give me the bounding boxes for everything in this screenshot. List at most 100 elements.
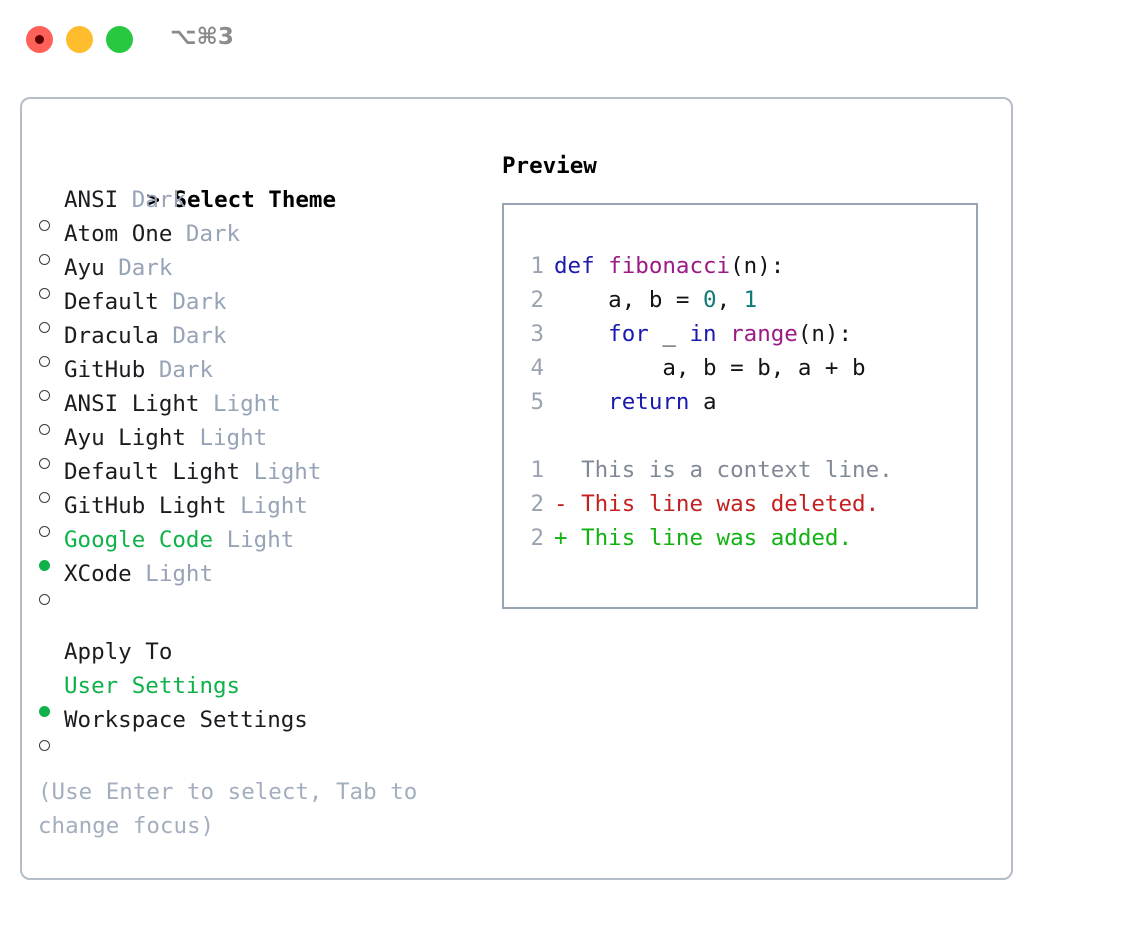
diff-line-number: 2: [530, 491, 544, 517]
theme-list-item[interactable]: Atom One Dark: [38, 217, 498, 265]
code-line-number: 3: [530, 321, 544, 347]
theme-list-item[interactable]: Default Dark: [38, 285, 498, 333]
code-line: 3 for _ in range(n):: [504, 317, 976, 351]
code-token-kw: in: [689, 321, 731, 347]
radio-unselected-icon: [39, 254, 50, 265]
section-spacer: [38, 591, 498, 635]
theme-item-badge: Light: [213, 391, 281, 417]
radio-unselected-icon: [39, 288, 50, 299]
apply-to-title-text: Apply To: [64, 639, 173, 665]
diff-line-number: 2: [530, 525, 544, 551]
label-badge-spacer: [145, 357, 159, 383]
code-line-number: 2: [530, 287, 544, 313]
code-line: 5 return a: [504, 385, 976, 419]
diff-line: 2 + This line was added.: [504, 521, 976, 555]
theme-item-label: Dracula: [64, 323, 159, 349]
theme-list-item[interactable]: Google Code Light: [38, 523, 498, 571]
radio-unselected-icon: [39, 492, 50, 503]
theme-item-badge: Dark: [131, 187, 186, 213]
minimize-window-button[interactable]: [66, 26, 93, 53]
theme-item-badge: Dark: [118, 255, 173, 281]
theme-item-badge: Light: [145, 561, 214, 587]
keyboard-hint-text: (Use Enter to select, Tab to change focu…: [38, 779, 431, 839]
keyboard-shortcut-label: ⌥⌘3: [170, 24, 234, 50]
hint-spacer: [38, 737, 498, 775]
radio-unselected-icon: [39, 356, 50, 367]
theme-item-label: Ayu Light: [64, 425, 186, 451]
theme-list-item[interactable]: GitHub Light Light: [38, 489, 498, 537]
diff-line-text: This line was added.: [581, 525, 853, 551]
radio-unselected-icon: [39, 390, 50, 401]
radio-selected-icon: [39, 706, 50, 717]
diff-line-text: This is a context line.: [581, 457, 893, 483]
code-token-num: 1: [743, 287, 758, 313]
theme-item-label: Ayu: [64, 255, 105, 281]
label-badge-spacer: [159, 289, 173, 315]
radio-unselected-icon: [39, 526, 50, 537]
theme-list-item[interactable]: ANSI Light Light: [38, 387, 498, 435]
theme-list-item[interactable]: GitHub Dark: [38, 353, 498, 401]
diff-marker: -: [554, 491, 582, 517]
theme-item-badge: Dark: [172, 323, 227, 349]
theme-item-badge: Light: [199, 425, 268, 451]
code-token-fn: fibonacci: [608, 253, 731, 279]
diff-marker: [554, 457, 581, 483]
apply-to-option-label: Workspace Settings: [64, 707, 308, 733]
code-line-number: 1: [530, 253, 544, 279]
code-token-kw: for: [554, 321, 663, 347]
code-line-number: 5: [530, 389, 544, 415]
theme-list-item[interactable]: XCode Light: [38, 557, 498, 605]
code-token-pl: a, b = b, a + b: [554, 355, 866, 381]
code-diff-spacer: [504, 419, 976, 453]
code-token-fn: range: [730, 321, 798, 347]
label-badge-spacer: [199, 391, 213, 417]
theme-item-label: ANSI Light: [64, 391, 200, 417]
theme-item-label: Google Code: [64, 527, 214, 553]
theme-item-badge: Light: [226, 527, 295, 553]
label-badge-spacer: [172, 221, 186, 247]
label-badge-spacer: [118, 187, 132, 213]
code-line: 2 a, b = 0, 1: [504, 283, 976, 317]
radio-unselected-icon: [39, 322, 50, 333]
diff-line: 1 This is a context line.: [504, 453, 976, 487]
label-badge-spacer: [105, 255, 119, 281]
code-token-pl: a: [703, 389, 717, 415]
label-badge-spacer: [227, 493, 241, 519]
theme-item-badge: Dark: [158, 357, 214, 383]
apply-to-option[interactable]: User Settings: [38, 669, 498, 717]
theme-list-item[interactable]: ANSI Dark: [38, 183, 498, 231]
code-token-kw: def: [554, 253, 609, 279]
radio-unselected-icon: [39, 740, 50, 751]
theme-item-label: GitHub Light: [64, 493, 227, 519]
code-token-kw: return: [554, 389, 704, 415]
theme-picker-title: > Select Theme: [38, 149, 498, 213]
maximize-window-button[interactable]: [106, 26, 133, 53]
diff-marker: +: [554, 525, 582, 551]
radio-unselected-icon: [39, 594, 50, 605]
label-badge-spacer: [132, 561, 146, 587]
theme-item-badge: Dark: [185, 221, 241, 247]
theme-list-item[interactable]: Ayu Dark: [38, 251, 498, 299]
theme-list-item[interactable]: Default Light Light: [38, 455, 498, 503]
theme-item-badge: Dark: [172, 289, 227, 315]
theme-list-item[interactable]: Ayu Light Light: [38, 421, 498, 469]
label-badge-spacer: [159, 323, 173, 349]
theme-item-label: GitHub: [64, 357, 146, 383]
label-badge-spacer: [213, 527, 227, 553]
diff-line-number: 1: [530, 457, 544, 483]
apply-to-option[interactable]: Workspace Settings: [38, 703, 498, 751]
diff-sample: 1 This is a context line.2- This line wa…: [504, 453, 976, 555]
code-token-pl: (n):: [797, 321, 853, 347]
close-icon: [35, 35, 44, 44]
diff-line: 2- This line was deleted.: [504, 487, 976, 521]
code-token-pl: a, b =: [554, 287, 704, 313]
theme-item-label: Default Light: [64, 459, 241, 485]
theme-list-item[interactable]: Dracula Dark: [38, 319, 498, 367]
title-bar: ⌥⌘3: [0, 0, 1140, 78]
